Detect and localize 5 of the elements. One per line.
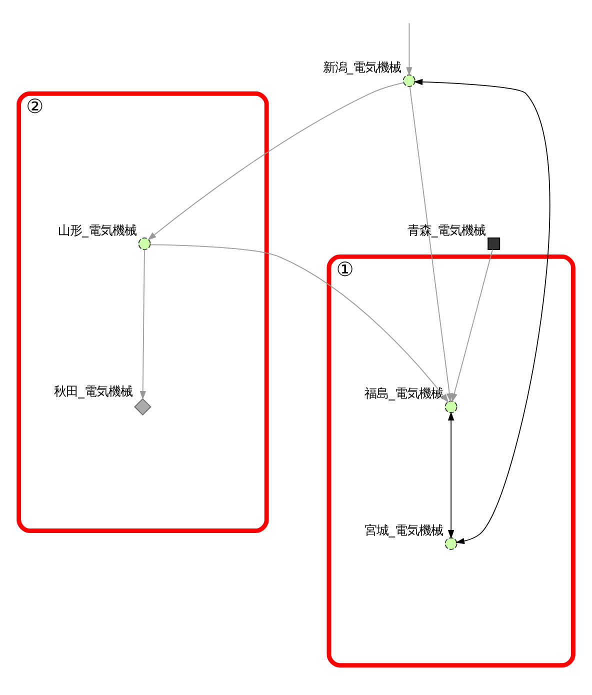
node-label: 宮城_電気機械 <box>364 522 443 538</box>
node-label: 新潟_電気機械 <box>322 60 402 75</box>
node-label: 青森_電気機械 <box>407 222 486 238</box>
node-label: 山形_電気機械 <box>58 222 136 238</box>
node-label: 秋田_電気機械 <box>54 383 132 398</box>
